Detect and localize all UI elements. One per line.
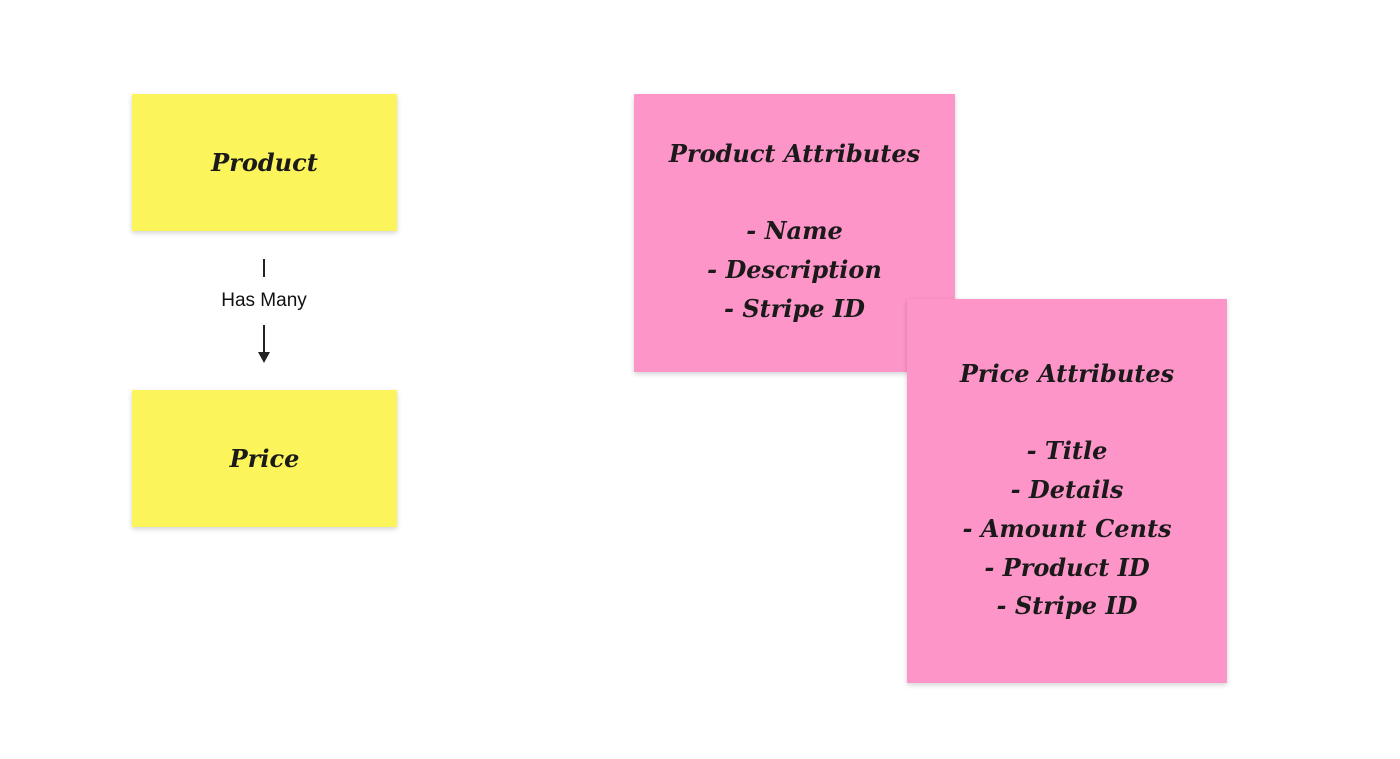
price-entity-label: Price	[229, 444, 300, 473]
product-attributes-list: - Name - Description - Stripe ID	[634, 212, 955, 328]
attribute-item: - Title	[1026, 436, 1108, 466]
spacer	[634, 174, 955, 213]
price-attributes-list: - Title - Details - Amount Cents - Produ…	[907, 432, 1227, 626]
attribute-item: - Description	[707, 255, 882, 285]
relationship-label: Has Many	[221, 290, 307, 311]
spacer	[907, 394, 1227, 433]
arrow-down-icon	[258, 325, 270, 363]
attribute-item: - Stripe ID	[996, 591, 1138, 621]
attribute-item: - Product ID	[984, 552, 1150, 582]
has-many-connector: Has Many	[214, 255, 314, 367]
product-attributes-title: Product Attributes	[668, 139, 921, 168]
attribute-item: - Name	[746, 216, 843, 246]
connector-bar	[263, 259, 265, 277]
attribute-item: - Details	[1010, 475, 1124, 505]
price-attributes-note[interactable]: Price Attributes - Title - Details - Amo…	[907, 299, 1227, 683]
product-entity-label: Product	[211, 148, 318, 177]
product-entity-note[interactable]: Product	[132, 94, 397, 231]
product-attributes-note[interactable]: Product Attributes - Name - Description …	[634, 94, 955, 372]
attribute-item: - Amount Cents	[962, 513, 1172, 543]
attribute-item: - Stripe ID	[724, 293, 865, 323]
price-entity-note[interactable]: Price	[132, 390, 397, 527]
price-attributes-title: Price Attributes	[959, 359, 1175, 388]
